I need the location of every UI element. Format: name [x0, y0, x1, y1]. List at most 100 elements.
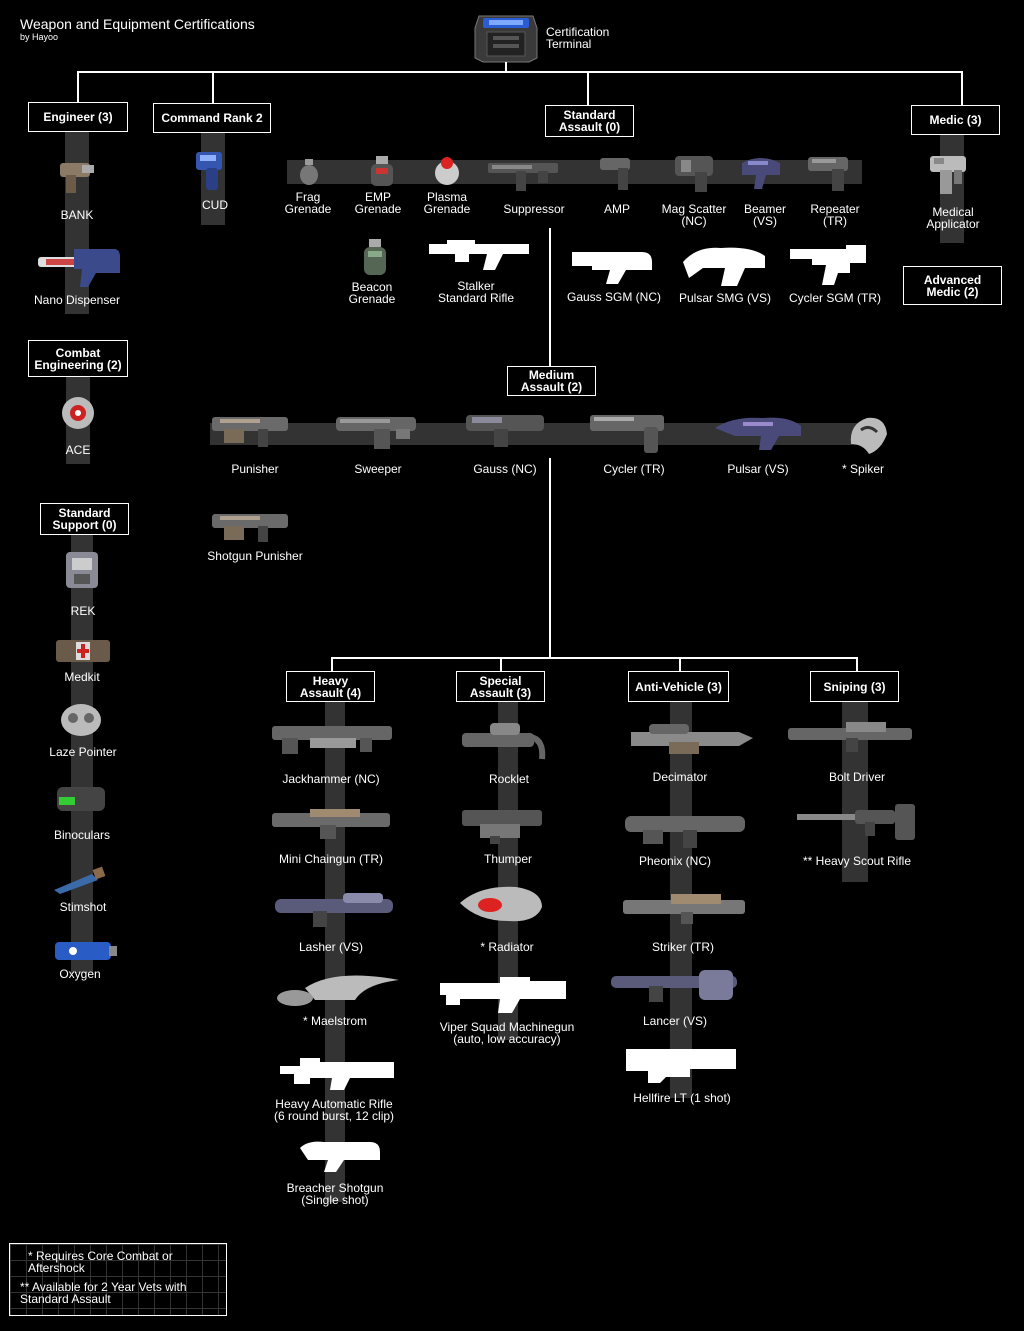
cert-engineer[interactable]: Engineer (3) [28, 102, 128, 132]
item-beamer: Beamer (VS) [743, 202, 787, 228]
item-laze-pointer: Laze Pointer [49, 745, 117, 759]
binoculars-icon [57, 787, 105, 811]
pulsar-vs-icon [715, 417, 801, 450]
radiator-icon [460, 886, 542, 922]
item-gauss-sgm: Gauss SGM (NC) [566, 290, 662, 304]
item-gauss-nc: Gauss (NC) [473, 462, 537, 476]
footnote-legend: * Requires Core Combat or Aftershock ** … [9, 1243, 227, 1316]
item-viper: Viper Squad Machinegun (auto, low accura… [439, 1020, 575, 1046]
footnote-1: * Requires Core Combat or Aftershock [28, 1249, 173, 1275]
item-suppressor: Suppressor [503, 202, 565, 216]
decimator-icon [631, 724, 753, 754]
connector [500, 657, 502, 671]
sweeper-icon [336, 417, 416, 449]
item-cud: CUD [202, 198, 228, 212]
rek-icon [66, 552, 98, 588]
item-medkit: Medkit [64, 670, 100, 684]
item-spiker: * Spiker [841, 462, 885, 476]
medical-applicator-icon [930, 156, 966, 194]
item-cycler-tr: Cycler (TR) [603, 462, 665, 476]
cert-advanced-medic[interactable]: Advanced Medic (2) [903, 266, 1002, 305]
stimshot-icon [54, 866, 106, 894]
terminal-icon [474, 15, 538, 63]
special-band [498, 700, 518, 1040]
item-repeater: Repeater (TR) [810, 202, 860, 228]
item-lasher: Lasher (VS) [298, 940, 364, 954]
item-frag-grenade: Frag Grenade [284, 190, 332, 216]
stalker-rifle-silhouette [429, 240, 529, 270]
item-maelstrom: * Maelstrom [302, 1014, 368, 1028]
item-sweeper: Sweeper [354, 462, 402, 476]
item-stimshot: Stimshot [59, 900, 107, 914]
heavy-auto-rifle-silhouette [280, 1058, 394, 1090]
thumper-icon [462, 810, 542, 844]
item-bolt-driver: Bolt Driver [828, 770, 886, 784]
cycler-tr-icon [590, 415, 664, 453]
item-beacon-grenade: Beacon Grenade [348, 280, 396, 306]
cert-sniping[interactable]: Sniping (3) [810, 671, 899, 702]
mini-chaingun-icon [272, 809, 390, 839]
cert-anti-vehicle[interactable]: Anti-Vehicle (3) [628, 671, 729, 702]
item-nano-dispenser: Nano Dispenser [33, 293, 121, 307]
item-emp-grenade: EMP Grenade [354, 190, 402, 216]
item-breacher: Breacher Shotgun (Single shot) [286, 1181, 384, 1207]
item-stalker-rifle: Stalker Standard Rifle [437, 279, 515, 305]
item-radiator: * Radiator [480, 940, 534, 954]
item-lancer: Lancer (VS) [642, 1014, 708, 1028]
item-decimator: Decimator [652, 770, 708, 784]
plasma-grenade-icon [435, 157, 459, 185]
beacon-grenade-icon [364, 239, 386, 275]
viper-silhouette [440, 977, 566, 1013]
item-ace: ACE [65, 443, 91, 457]
connector [77, 71, 963, 73]
item-rocklet: Rocklet [488, 772, 530, 786]
emp-grenade-icon [371, 156, 393, 186]
shotgun-punisher-icon [212, 514, 288, 542]
bolt-driver-icon [788, 722, 912, 752]
laze-pointer-icon [61, 704, 101, 736]
item-heavy-scout-rifle: ** Heavy Scout Rifle [802, 854, 912, 868]
item-bank: BANK [60, 208, 94, 222]
gauss-sgm-silhouette [572, 252, 652, 284]
item-binoculars: Binoculars [53, 828, 111, 842]
item-cycler-sgm: Cycler SGM (TR) [789, 291, 881, 305]
item-hellfire: Hellfire LT (1 shot) [633, 1091, 731, 1105]
terminal-label: Certification Terminal [546, 25, 610, 51]
pheonix-icon [625, 816, 745, 848]
item-rek: REK [70, 604, 96, 618]
item-plasma-grenade: Plasma Grenade [423, 190, 471, 216]
cert-standard-support[interactable]: Standard Support (0) [40, 503, 129, 535]
item-pulsar-smg: Pulsar SMG (VS) [678, 291, 772, 305]
pulsar-smg-silhouette [683, 247, 765, 286]
ace-icon [62, 397, 94, 429]
connector [679, 657, 681, 671]
mag-scatter-icon [675, 156, 713, 192]
suppressor-icon [488, 163, 558, 191]
item-pheonix: Pheonix (NC) [638, 854, 712, 868]
heavy-scout-rifle-icon [797, 804, 915, 840]
cert-standard-assault[interactable]: Standard Assault (0) [545, 105, 634, 137]
jackhammer-icon [272, 726, 392, 754]
connector [77, 71, 79, 103]
connector [587, 71, 589, 105]
item-jackhammer: Jackhammer (NC) [282, 772, 380, 786]
cert-medium-assault[interactable]: Medium Assault (2) [507, 366, 596, 396]
item-oxygen: Oxygen [59, 967, 101, 981]
connector [856, 657, 858, 671]
cert-special-assault[interactable]: Special Assault (3) [456, 671, 545, 702]
nano-dispenser-icon [38, 249, 120, 287]
connector [212, 71, 214, 103]
connector [331, 657, 858, 659]
medkit-icon [56, 640, 110, 662]
cert-medic[interactable]: Medic (3) [911, 105, 1000, 135]
item-mag-scatter: Mag Scatter (NC) [661, 202, 727, 228]
item-punisher: Punisher [231, 462, 279, 476]
cert-heavy-assault[interactable]: Heavy Assault (4) [286, 671, 375, 702]
cud-icon [196, 152, 222, 190]
item-amp: AMP [603, 202, 631, 216]
page-title: Weapon and Equipment Certifications [20, 16, 255, 32]
cert-combat-engineering[interactable]: Combat Engineering (2) [28, 340, 128, 377]
amp-icon [600, 158, 630, 190]
cert-command-rank[interactable]: Command Rank 2 [153, 103, 271, 133]
gauss-nc-icon [466, 415, 544, 447]
